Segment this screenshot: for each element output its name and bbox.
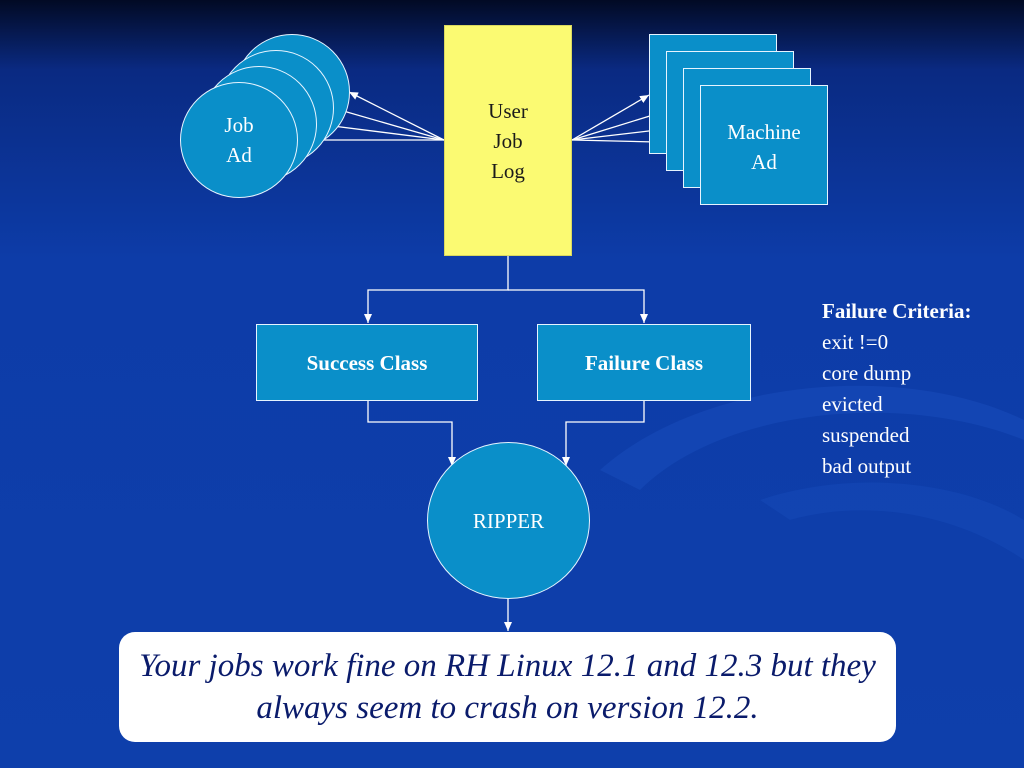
failure-criteria-item: evicted [822, 392, 883, 416]
failure-criteria-item: exit !=0 [822, 330, 889, 354]
ripper-circle: RIPPER [427, 442, 590, 599]
arrow-log-to-machinead-1 [571, 94, 650, 141]
arrow-log-to-jobad-1 [348, 91, 445, 141]
arrow-failure-to-ripper [562, 400, 645, 466]
failure-class-box: Failure Class [537, 324, 751, 401]
success-class-box: Success Class [256, 324, 478, 401]
user-job-log-box: User Job Log [444, 25, 572, 256]
job-ad-circle: Job Ad [180, 82, 298, 198]
failure-criteria-item: suspended [822, 423, 910, 447]
arrow-success-to-ripper [367, 400, 456, 466]
user-job-log-label: User Job Log [488, 99, 528, 183]
failure-criteria-item: bad output [822, 454, 912, 478]
arrow-log-to-failure [508, 289, 648, 323]
result-note-box: Your jobs work fine on RH Linux 12.1 and… [119, 632, 896, 742]
failure-class-label: Failure Class [584, 350, 704, 375]
arrow-log-to-success [364, 256, 509, 323]
job-ad-label: Job Ad [224, 113, 254, 167]
failure-criteria-list: Failure Criteria: exit !=0 core dump evi… [822, 296, 971, 482]
failure-criteria-item: core dump [822, 361, 912, 385]
success-class-label: Success Class [306, 350, 428, 375]
result-note-text: Your jobs work fine on RH Linux 12.1 and… [139, 648, 876, 726]
machine-ad-label: Machine Ad [727, 120, 801, 174]
machine-ad-box: Machine Ad [700, 85, 828, 205]
ripper-label: RIPPER [472, 508, 545, 533]
arrow-log-to-jobad-2 [332, 106, 445, 141]
failure-criteria-title: Failure Criteria: [822, 299, 972, 323]
